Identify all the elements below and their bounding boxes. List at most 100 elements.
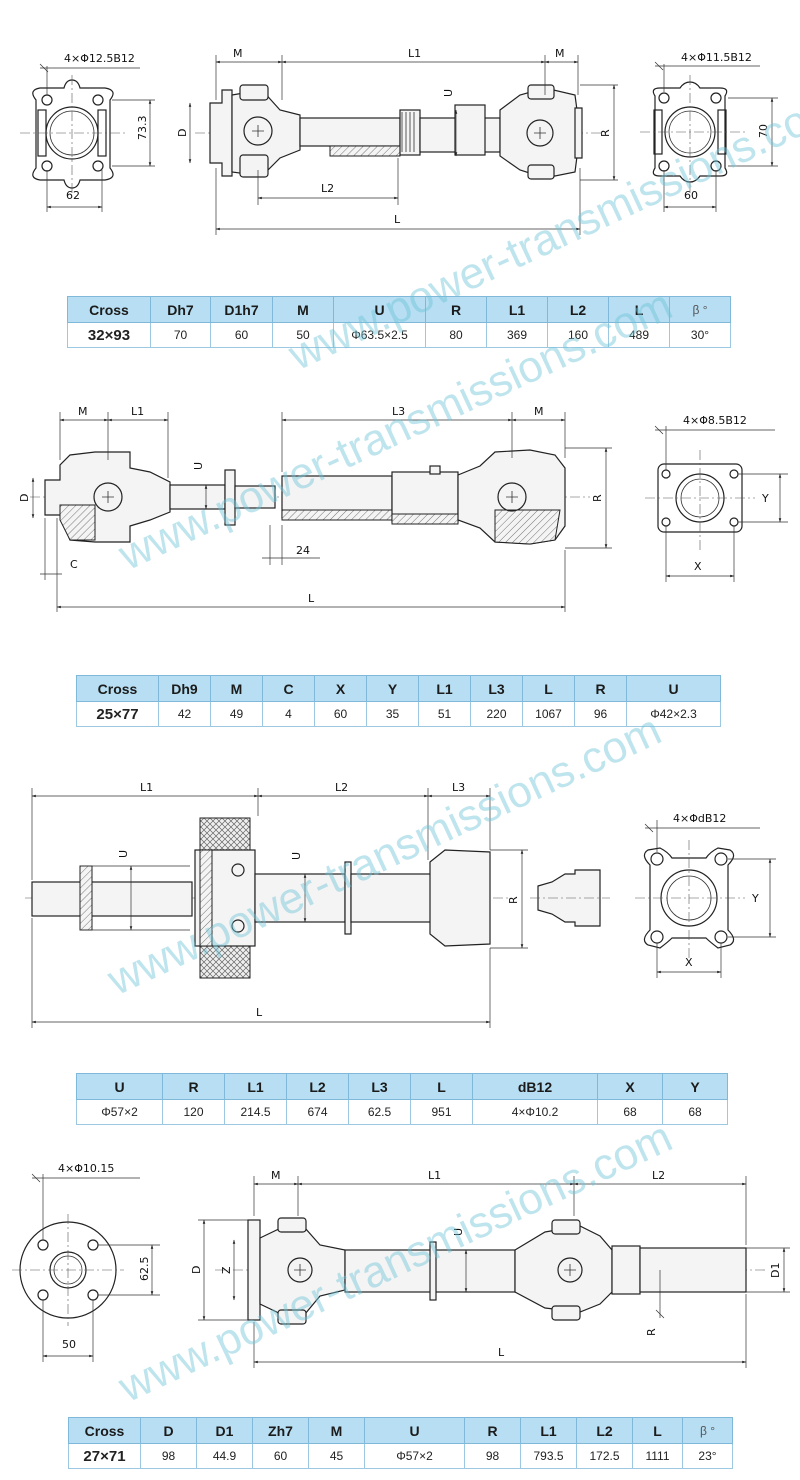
table-2-cell: 96 <box>574 701 627 727</box>
table-4-cell: 793.5 <box>520 1443 577 1469</box>
table-2-cell: 49 <box>210 701 263 727</box>
drawing-3: L1 L2 L3 U U R L 4×ΦdB12 Y <box>0 770 800 1060</box>
dim-L3: L3 <box>392 405 405 418</box>
dim-Y: Y <box>751 892 759 905</box>
table-1-cell: 369 <box>486 322 548 348</box>
table-1-cell: 60 <box>210 322 273 348</box>
table-1-cell: 80 <box>425 322 487 348</box>
drawing-2: M L1 L3 M U D R C 24 L <box>0 390 800 670</box>
height-label: 62.5 <box>138 1257 151 1282</box>
table-2-header-row: Cross Dh9 M C X Y L1 L3 L R U <box>76 675 721 702</box>
dim-X: X <box>685 956 693 969</box>
dim-L2: L2 <box>335 781 348 794</box>
table-1-data-row: 32×93 70 60 50 Φ63.5×2.5 80 369 160 489 … <box>67 322 731 348</box>
dim-L: L <box>498 1346 505 1359</box>
table-3-cell: 62.5 <box>348 1099 411 1125</box>
table-2-header: L3 <box>470 675 523 702</box>
bolt-callout: 4×ΦdB12 <box>673 812 726 825</box>
table-3-header-row: U R L1 L2 L3 L dB12 X Y <box>76 1073 728 1100</box>
right-width-label: 60 <box>684 189 698 202</box>
dim-R: R <box>507 896 520 904</box>
table-1-header: Dh7 <box>150 296 211 323</box>
table-3-header: Y <box>662 1073 728 1100</box>
table-4-header: R <box>464 1417 521 1444</box>
spec-table-1: Cross Dh7 D1h7 M U R L1 L2 L β ° 32×93 7… <box>67 296 731 348</box>
table-3-header: X <box>597 1073 663 1100</box>
drawing-1: 4×Φ12.5B12 73.3 62 <box>0 0 800 290</box>
round-flange-view: 4×Φ10.15 62.5 50 <box>12 1162 160 1362</box>
table-2-header: U <box>626 675 721 702</box>
table-2-header: M <box>210 675 263 702</box>
dim-U: U <box>452 1228 465 1236</box>
table-4-header-row: Cross D D1 Zh7 M U R L1 L2 L β ° <box>68 1417 733 1444</box>
dim-Z: Z <box>220 1266 233 1274</box>
dim-D1: D1 <box>769 1263 782 1278</box>
dim-U: U <box>442 89 455 97</box>
table-2-header: R <box>574 675 627 702</box>
table-1-header: Cross <box>67 296 151 323</box>
dim-X: X <box>694 560 702 573</box>
left-flange-view: 4×Φ12.5B12 73.3 62 <box>20 52 155 212</box>
shaft-assembly-1: M L1 M U D R L2 L <box>176 47 618 235</box>
table-4-header: β ° <box>682 1417 733 1444</box>
spec-table-4: Cross D D1 Zh7 M U R L1 L2 L β ° 27×71 9… <box>68 1417 733 1469</box>
table-4-cell: 60 <box>252 1443 309 1469</box>
table-4-cell: 45 <box>308 1443 365 1469</box>
table-2-header: X <box>314 675 367 702</box>
table-4-header: D <box>140 1417 197 1444</box>
bolt-callout: 4×Φ10.15 <box>58 1162 114 1175</box>
table-2-cell: 42 <box>158 701 211 727</box>
table-4-cell: 44.9 <box>196 1443 253 1469</box>
shaft-assembly-4: M L1 L2 U D Z D1 R L <box>190 1169 790 1368</box>
table-1-header: L1 <box>486 296 548 323</box>
table-1-header: U <box>333 296 426 323</box>
table-1-header: R <box>425 296 487 323</box>
table-3-header: L1 <box>224 1073 287 1100</box>
table-4-cell: 27×71 <box>68 1443 141 1469</box>
table-3-cell: 68 <box>597 1099 663 1125</box>
table-3-header: U <box>76 1073 163 1100</box>
table-1-header-row: Cross Dh7 D1h7 M U R L1 L2 L β ° <box>67 296 731 323</box>
table-1-cell: Φ63.5×2.5 <box>333 322 426 348</box>
table-3-cell: 951 <box>410 1099 473 1125</box>
dim-L1: L1 <box>140 781 153 794</box>
bolt-callout-right: 4×Φ11.5B12 <box>681 51 752 64</box>
table-4-header: D1 <box>196 1417 253 1444</box>
table-2-cell: 60 <box>314 701 367 727</box>
table-4-cell: 1111 <box>632 1443 683 1469</box>
table-4-header: L1 <box>520 1417 577 1444</box>
dim-24: 24 <box>296 544 310 557</box>
dim-L1: L1 <box>428 1169 441 1182</box>
table-2-cell: 35 <box>366 701 419 727</box>
table-1-header: D1h7 <box>210 296 273 323</box>
table-4-header: L <box>632 1417 683 1444</box>
table-2-cell: 4 <box>262 701 315 727</box>
table-2-cell: 51 <box>418 701 471 727</box>
table-2-cell: 1067 <box>522 701 575 727</box>
dim-L2: L2 <box>652 1169 665 1182</box>
table-4-header: M <box>308 1417 365 1444</box>
table-1-cell: 489 <box>608 322 670 348</box>
table-1-cell: 30° <box>669 322 731 348</box>
table-3-header: L3 <box>348 1073 411 1100</box>
dim-C: C <box>70 558 78 571</box>
table-1-cell: 160 <box>547 322 609 348</box>
right-height-label: 70 <box>757 124 770 138</box>
table-3-cell: 4×Φ10.2 <box>472 1099 598 1125</box>
table-3-cell: 214.5 <box>224 1099 287 1125</box>
dim-R: R <box>599 129 612 137</box>
table-1-cell: 70 <box>150 322 211 348</box>
dim-U-left: U <box>117 850 130 858</box>
table-3-data-row: Φ57×2 120 214.5 674 62.5 951 4×Φ10.2 68 … <box>76 1099 728 1125</box>
left-width-label: 62 <box>66 189 80 202</box>
dim-D: D <box>18 494 31 502</box>
bolt-callout-left: 4×Φ12.5B12 <box>64 52 135 65</box>
dim-M-right: M <box>555 47 565 60</box>
left-height-label: 73.3 <box>136 116 149 141</box>
dim-R: R <box>591 494 604 502</box>
drawing-4: 4×Φ10.15 62.5 50 M L1 <box>0 1150 800 1410</box>
shaft-assembly-2: M L1 L3 M U D R C 24 L <box>18 405 612 612</box>
table-2-header: Y <box>366 675 419 702</box>
table-4-cell: 23° <box>682 1443 733 1469</box>
dim-L: L <box>394 213 401 226</box>
